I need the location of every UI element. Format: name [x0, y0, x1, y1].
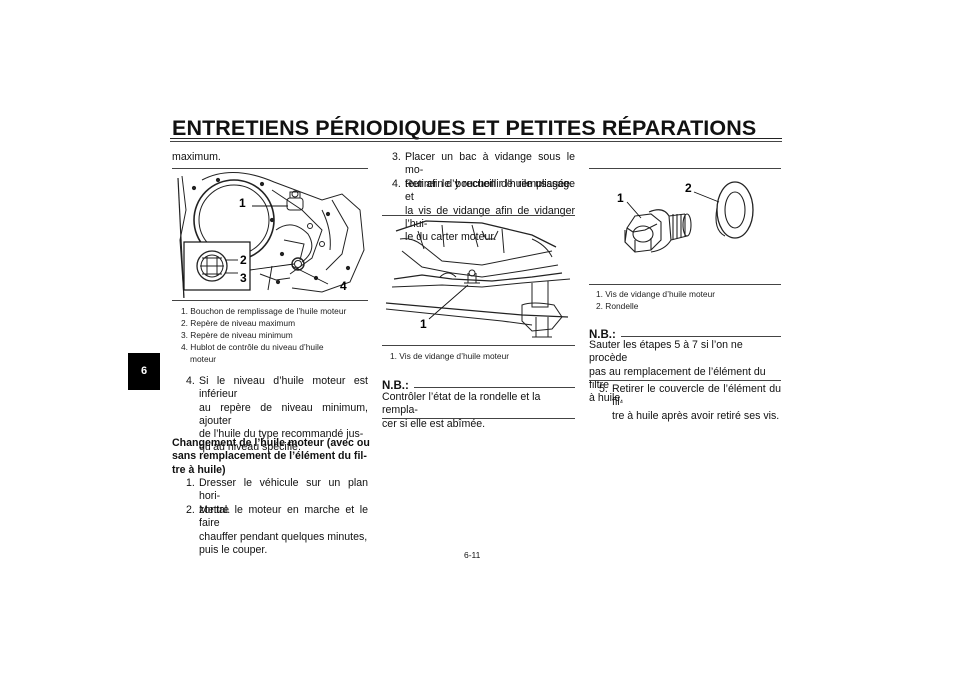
step-number: 1. — [186, 477, 195, 489]
col1-step-4: 4. Si le niveau d’huile moteur est infér… — [186, 375, 368, 455]
section-heading-line: Changement de l’huile moteur (avec ou — [172, 437, 370, 449]
step-line: Si le niveau d’huile moteur est inférieu… — [199, 375, 368, 401]
step-line: Retirer le couvercle de l’élément du fil… — [612, 383, 781, 409]
col2-step-3: 3. Placer un bac à vidange sous le mo- t… — [392, 151, 575, 191]
figure1-callout-1: 1 — [239, 196, 246, 210]
figure3-bottom-rule — [589, 284, 781, 285]
step-line: zontal. — [199, 503, 231, 516]
col3-nb-text: Sauter les étapes 5 à 7 si l’on ne procè… — [589, 339, 781, 405]
header-rule — [170, 138, 782, 139]
figure1-callout-4: 4 — [340, 279, 347, 293]
figure1-caption-4-cont: moteur — [190, 354, 217, 364]
figure3-caption-2: 2. Rondelle — [596, 301, 639, 311]
figure1-caption-2: 2. Repère de niveau maximum — [181, 318, 296, 328]
step-line: Dresser le véhicule sur un plan hori- — [199, 477, 368, 503]
step-line: qu’au niveau spécifié. — [199, 441, 301, 454]
figure3-caption-1: 1. Vis de vidange d’huile moteur — [596, 289, 716, 299]
col1-step-1: 1. Dresser le véhicule sur un plan hori-… — [186, 477, 368, 517]
header-rule-thin — [170, 141, 782, 142]
step-line: au repère de niveau minimum, ajouter — [199, 401, 368, 427]
nb-label: N.B.: — [382, 380, 409, 392]
figure2-top-rule — [382, 215, 575, 216]
step-line: de l’huile du type recommandé jus- — [199, 428, 364, 441]
step-line: Placer un bac à vidange sous le mo- — [405, 151, 575, 177]
figure1-caption-4: 4. Hublot de contrôle du niveau d’huile — [181, 342, 324, 352]
section-heading-line: sans remplacement de l’élément du fil- — [172, 450, 367, 463]
step-number: 3. — [392, 151, 401, 163]
intro-text: maximum. — [172, 151, 221, 163]
col3-step-5: 5. Retirer le couvercle de l’élément du … — [599, 383, 781, 423]
col2-nb-text: Contrôler l’état de la rondelle et la re… — [382, 391, 575, 431]
figure2-bottom-rule — [382, 345, 575, 346]
figure1-bottom-rule — [172, 300, 368, 301]
step-line: teur afin d’y recueillir l’huile usagée. — [405, 177, 573, 190]
chapter-tab: 6 — [128, 353, 160, 390]
col2-nb-bottom-rule — [382, 418, 575, 419]
step-number: 4. — [392, 178, 401, 190]
figure3-top-rule — [589, 168, 781, 169]
col1-step-2: 2. Mettre le moteur en marche et le fair… — [186, 504, 368, 557]
nb-line: pas au remplacement de l’élément du filt… — [589, 365, 766, 391]
nb-rule — [414, 387, 575, 388]
nb-rule — [621, 336, 781, 337]
figure2-caption: 1. Vis de vidange d’huile moteur — [390, 351, 510, 361]
col3-nb-bottom-rule — [589, 380, 781, 381]
nb-line: à huile. — [589, 392, 624, 405]
step-number: 2. — [186, 504, 195, 516]
figure1-callout-3: 3 — [240, 271, 247, 285]
step-line: Retirer le bouchon de remplissage et — [405, 178, 575, 204]
figure3-callout-2: 2 — [685, 181, 692, 195]
drain-bolt-figure: 1 — [385, 220, 571, 338]
step-line: le du carter moteur. — [405, 231, 497, 244]
figure2-callout-1: 1 — [420, 317, 427, 331]
step-number: 4. — [186, 375, 195, 387]
engine-figure: 1 2 3 4 — [177, 171, 365, 298]
step-line: chauffer pendant quelques minutes, — [199, 530, 368, 543]
step-line: Mettre le moteur en marche et le faire — [199, 504, 368, 530]
step-number: 5. — [599, 383, 608, 395]
nb-label: N.B.: — [589, 329, 616, 341]
bolt-washer-figure: 1 2 — [617, 181, 754, 253]
figure3-callout-1: 1 — [617, 191, 624, 205]
col2-nb-header: N.B.: — [382, 376, 575, 392]
col3-nb-header: N.B.: — [589, 325, 781, 341]
figure1-caption-1: 1. Bouchon de remplissage de l’huile mot… — [181, 306, 347, 316]
nb-line: cer si elle est abîmée. — [382, 417, 486, 430]
step-line: tre à huile après avoir retiré ses vis. — [612, 409, 780, 422]
page-title: ENTRETIENS PÉRIODIQUES ET PETITES RÉPARA… — [172, 116, 757, 140]
nb-line: Sauter les étapes 5 à 7 si l’on ne procè… — [589, 339, 743, 365]
step-line: puis le couper. — [199, 543, 268, 556]
figure1-caption-3: 3. Repère de niveau minimum — [181, 330, 293, 340]
page-number: 6-11 — [464, 550, 481, 560]
figure1-top-rule — [172, 168, 368, 169]
nb-line: Contrôler l’état de la rondelle et la re… — [382, 391, 541, 417]
section-heading: Changement de l’huile moteur (avec ou sa… — [172, 437, 370, 477]
col2-step-4: 4. Retirer le bouchon de remplissage et … — [392, 178, 575, 244]
section-heading-line: tre à huile) — [172, 463, 226, 476]
figure1-callout-2: 2 — [240, 253, 247, 267]
